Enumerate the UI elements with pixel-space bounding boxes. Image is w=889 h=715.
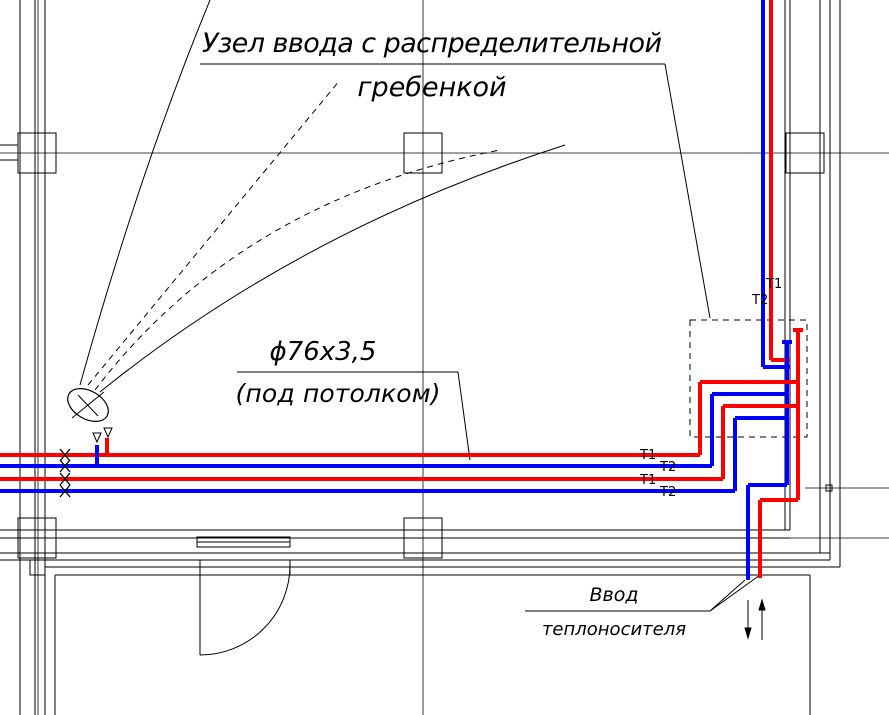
inlet-label-line2: теплоносителя [542,619,686,640]
leader-lines [200,63,761,612]
manifold-node-label-line1: Узел ввода с распределительной [202,28,662,59]
pipe-tag-t2-row2: Т2 [659,460,676,475]
pipe-tag-t1-row3: Т1 [639,473,656,488]
pipe-tag-t1-riser: Т1 [765,277,782,292]
pipe-tag-t2-row4: Т2 [659,485,676,500]
pipe-tag-t1-row1: Т1 [639,448,656,463]
pipe-note-label: (под потолком) [236,379,441,408]
air-heater-unit [67,388,113,444]
inlet-flow-arrows [744,598,766,640]
pipe-tag-t2-riser: Т2 [751,293,768,308]
manifold-node-label-line2: гребенкой [357,72,506,103]
inlet-label-line1: Ввод [590,584,639,606]
shutoff-valves [59,448,71,498]
air-heater-throw-lines [79,0,566,393]
manifold-node-boundary [689,319,808,438]
pipe-size-label: ϕ76х3,5 [270,337,377,367]
pipework [0,0,803,580]
